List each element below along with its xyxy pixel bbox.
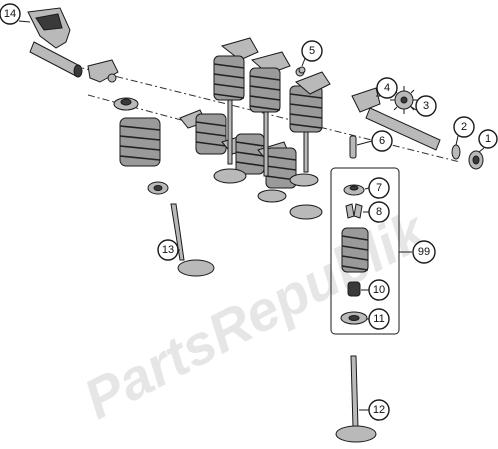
callout-5: 5 [301, 40, 323, 62]
callout-1: 1 [478, 129, 498, 149]
leader-1 [478, 147, 485, 153]
valve-part-12 [335, 355, 377, 443]
svg-text:10: 10 [373, 284, 385, 296]
callout-99: 99 [412, 240, 436, 264]
callout-10: 10 [368, 279, 390, 301]
leader-3 [409, 105, 417, 111]
svg-text:7: 7 [376, 182, 382, 194]
rocker-arm-part-14 [27, 7, 71, 49]
callout-2: 2 [453, 116, 475, 138]
callout-14: 14 [0, 3, 21, 25]
rocker-shaft-right [365, 107, 441, 151]
svg-text:4: 4 [384, 82, 390, 94]
bracket-part-4 [351, 87, 381, 113]
callout-13: 13 [157, 239, 179, 261]
valve-keeper-part-8 [345, 203, 363, 219]
valve-spring-mid-left [179, 109, 227, 155]
leader-6 [356, 140, 373, 146]
leader-2 [455, 135, 459, 146]
spring-seat-part-11 [340, 311, 368, 325]
valve-spring-part-kit [341, 227, 369, 273]
valve-stem-seal-part-10 [347, 281, 361, 297]
callout-7: 7 [368, 177, 390, 199]
valve-retainer-left [113, 97, 139, 111]
pin-part-6 [349, 135, 357, 159]
valve-spring-right [289, 85, 323, 133]
callout-4: 4 [376, 77, 398, 99]
svg-text:1: 1 [485, 133, 491, 145]
svg-text:6: 6 [379, 135, 385, 147]
valve-stems-center [213, 99, 323, 220]
gear-icon [390, 86, 418, 114]
svg-text:14: 14 [4, 8, 16, 20]
valve-spring-top-2 [249, 67, 281, 113]
svg-text:5: 5 [309, 45, 315, 57]
svg-text:12: 12 [373, 404, 385, 416]
callout-11: 11 [368, 308, 390, 330]
callout-12: 12 [368, 399, 390, 421]
svg-text:13: 13 [162, 244, 174, 256]
valve-seat-washer-left [147, 181, 169, 195]
callout-8: 8 [368, 201, 390, 223]
svg-text:99: 99 [418, 246, 430, 258]
callout-6: 6 [371, 130, 393, 152]
svg-text:8: 8 [376, 206, 382, 218]
fitting-part-5 [298, 66, 306, 74]
callout-3: 3 [415, 95, 437, 117]
rocker-upper-left [220, 37, 291, 75]
svg-text:11: 11 [373, 313, 384, 325]
valve-spring-top-1 [213, 55, 245, 101]
valve-retainer-part-7 [343, 184, 365, 196]
valve-spring-left [119, 117, 161, 167]
kit-99-bracket [330, 167, 400, 335]
assembly-axis [57, 61, 461, 163]
rocker-left-small [87, 59, 119, 83]
svg-text:2: 2 [461, 121, 467, 133]
valve-part-13 [170, 203, 215, 277]
rocker-shaft-left [29, 41, 83, 78]
plug-part-1 [468, 150, 484, 170]
svg-text:3: 3 [423, 100, 429, 112]
leader-14 [18, 20, 31, 23]
washer-part-2 [451, 144, 461, 160]
